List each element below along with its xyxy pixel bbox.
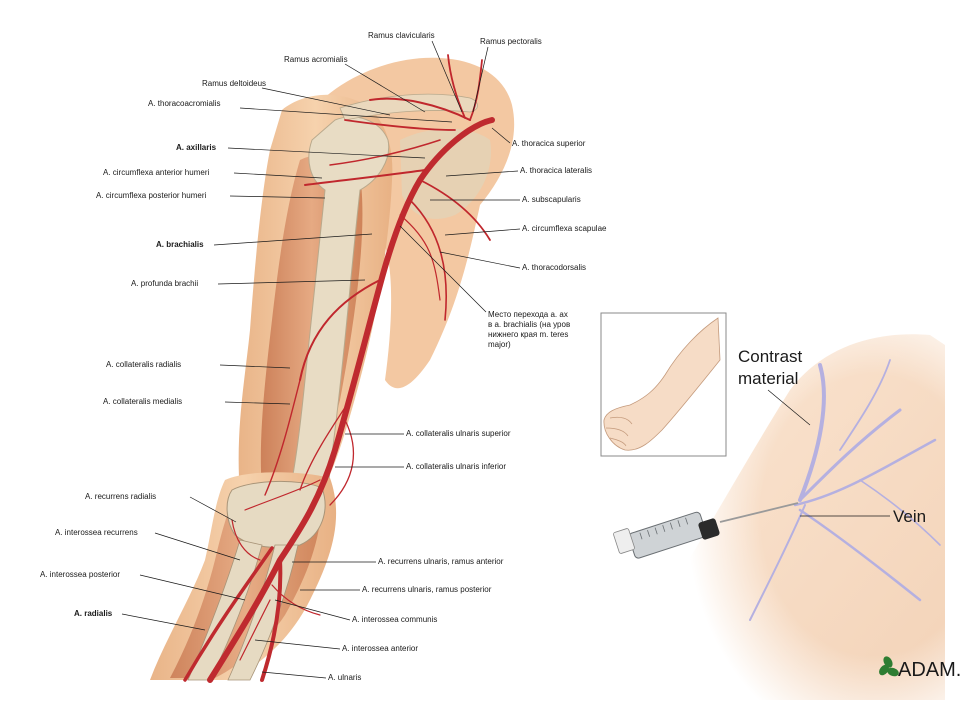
label-a-subscapularis: A. subscapularis (522, 195, 581, 204)
label-a-thoracica-superior: A. thoracica superior (512, 139, 586, 148)
inset-arm-panel (600, 312, 727, 457)
transition-note-line-1: Место перехода а. ах (488, 310, 568, 319)
label-vein: Vein (893, 507, 926, 526)
label-a-circumflexa-posterior-humeri: A. circumflexa posterior humeri (96, 191, 206, 200)
arm-anatomy-illustration: Ramus clavicularis Ramus pectoralis Ramu… (40, 31, 607, 683)
label-a-interossea-anterior: A. interossea anterior (342, 644, 418, 653)
label-a-recurrens-ulnaris-ramus-anterior: A. recurrens ulnaris, ramus anterior (378, 557, 504, 566)
label-ramus-clavicularis: Ramus clavicularis (368, 31, 435, 40)
label-ramus-deltoideus: Ramus deltoideus (202, 79, 266, 88)
inset-arm-shape (603, 317, 721, 451)
ulnar-artery (260, 558, 283, 682)
label-a-thoracodorsalis: A. thoracodorsalis (522, 263, 586, 272)
clavicle-bone (339, 93, 478, 121)
label-a-ulnaris: A. ulnaris (328, 673, 361, 682)
label-a-circumflexa-scapulae: A. circumflexa scapulae (522, 224, 607, 233)
adam-logo: ADAM. (879, 656, 960, 681)
label-a-axillaris: A. axillaris (176, 143, 217, 152)
vein-network (749, 359, 941, 621)
transition-note: Место перехода а. ах в а. brachialis (на… (488, 310, 570, 349)
syringe-plunger (613, 528, 635, 554)
transition-note-line-2: в а. brachialis (на уров (488, 320, 570, 329)
label-a-interossea-posterior: A. interossea posterior (40, 570, 120, 579)
syringe (613, 502, 799, 559)
label-contrast: Contrast (738, 347, 803, 366)
label-a-recurrens-ulnaris-ramus-posterior: A. recurrens ulnaris, ramus posterior (362, 585, 492, 594)
label-a-thoracoacromialis: A. thoracoacromialis (148, 99, 220, 108)
label-ramus-acromialis: Ramus acromialis (284, 55, 348, 64)
adam-logo-text: ADAM. (898, 659, 960, 681)
scapula-bone (400, 128, 491, 219)
label-a-thoracica-lateralis: A. thoracica lateralis (520, 166, 592, 175)
adam-leaf-icon (879, 656, 899, 677)
syringe-ticks (639, 517, 689, 540)
label-a-radialis: A. radialis (74, 609, 113, 618)
transition-note-line-4: major) (488, 340, 511, 349)
label-a-circumflexa-anterior-humeri: A. circumflexa anterior humeri (103, 168, 209, 177)
label-a-recurrens-radialis: A. recurrens radialis (85, 492, 156, 501)
label-a-brachialis: A. brachialis (156, 240, 204, 249)
label-a-collateralis-ulnaris-superior: A. collateralis ulnaris superior (406, 429, 511, 438)
syringe-needle (719, 502, 799, 523)
label-a-interossea-recurrens: A. interossea recurrens (55, 528, 138, 537)
transition-note-line-3: нижнего края m. teres (488, 330, 568, 339)
label-ramus-pectoralis: Ramus pectoralis (480, 37, 542, 46)
syringe-hub (698, 518, 720, 540)
label-a-collateralis-medialis: A. collateralis medialis (103, 397, 182, 406)
label-a-interossea-communis: A. interossea communis (352, 615, 437, 624)
label-a-profunda-brachii: A. profunda brachii (131, 279, 198, 288)
label-a-collateralis-ulnaris-inferior: A. collateralis ulnaris inferior (406, 462, 506, 471)
inset-fingers (605, 416, 633, 447)
label-a-collateralis-radialis: A. collateralis radialis (106, 360, 181, 369)
radial-artery (183, 546, 274, 682)
label-material: material (738, 369, 798, 388)
